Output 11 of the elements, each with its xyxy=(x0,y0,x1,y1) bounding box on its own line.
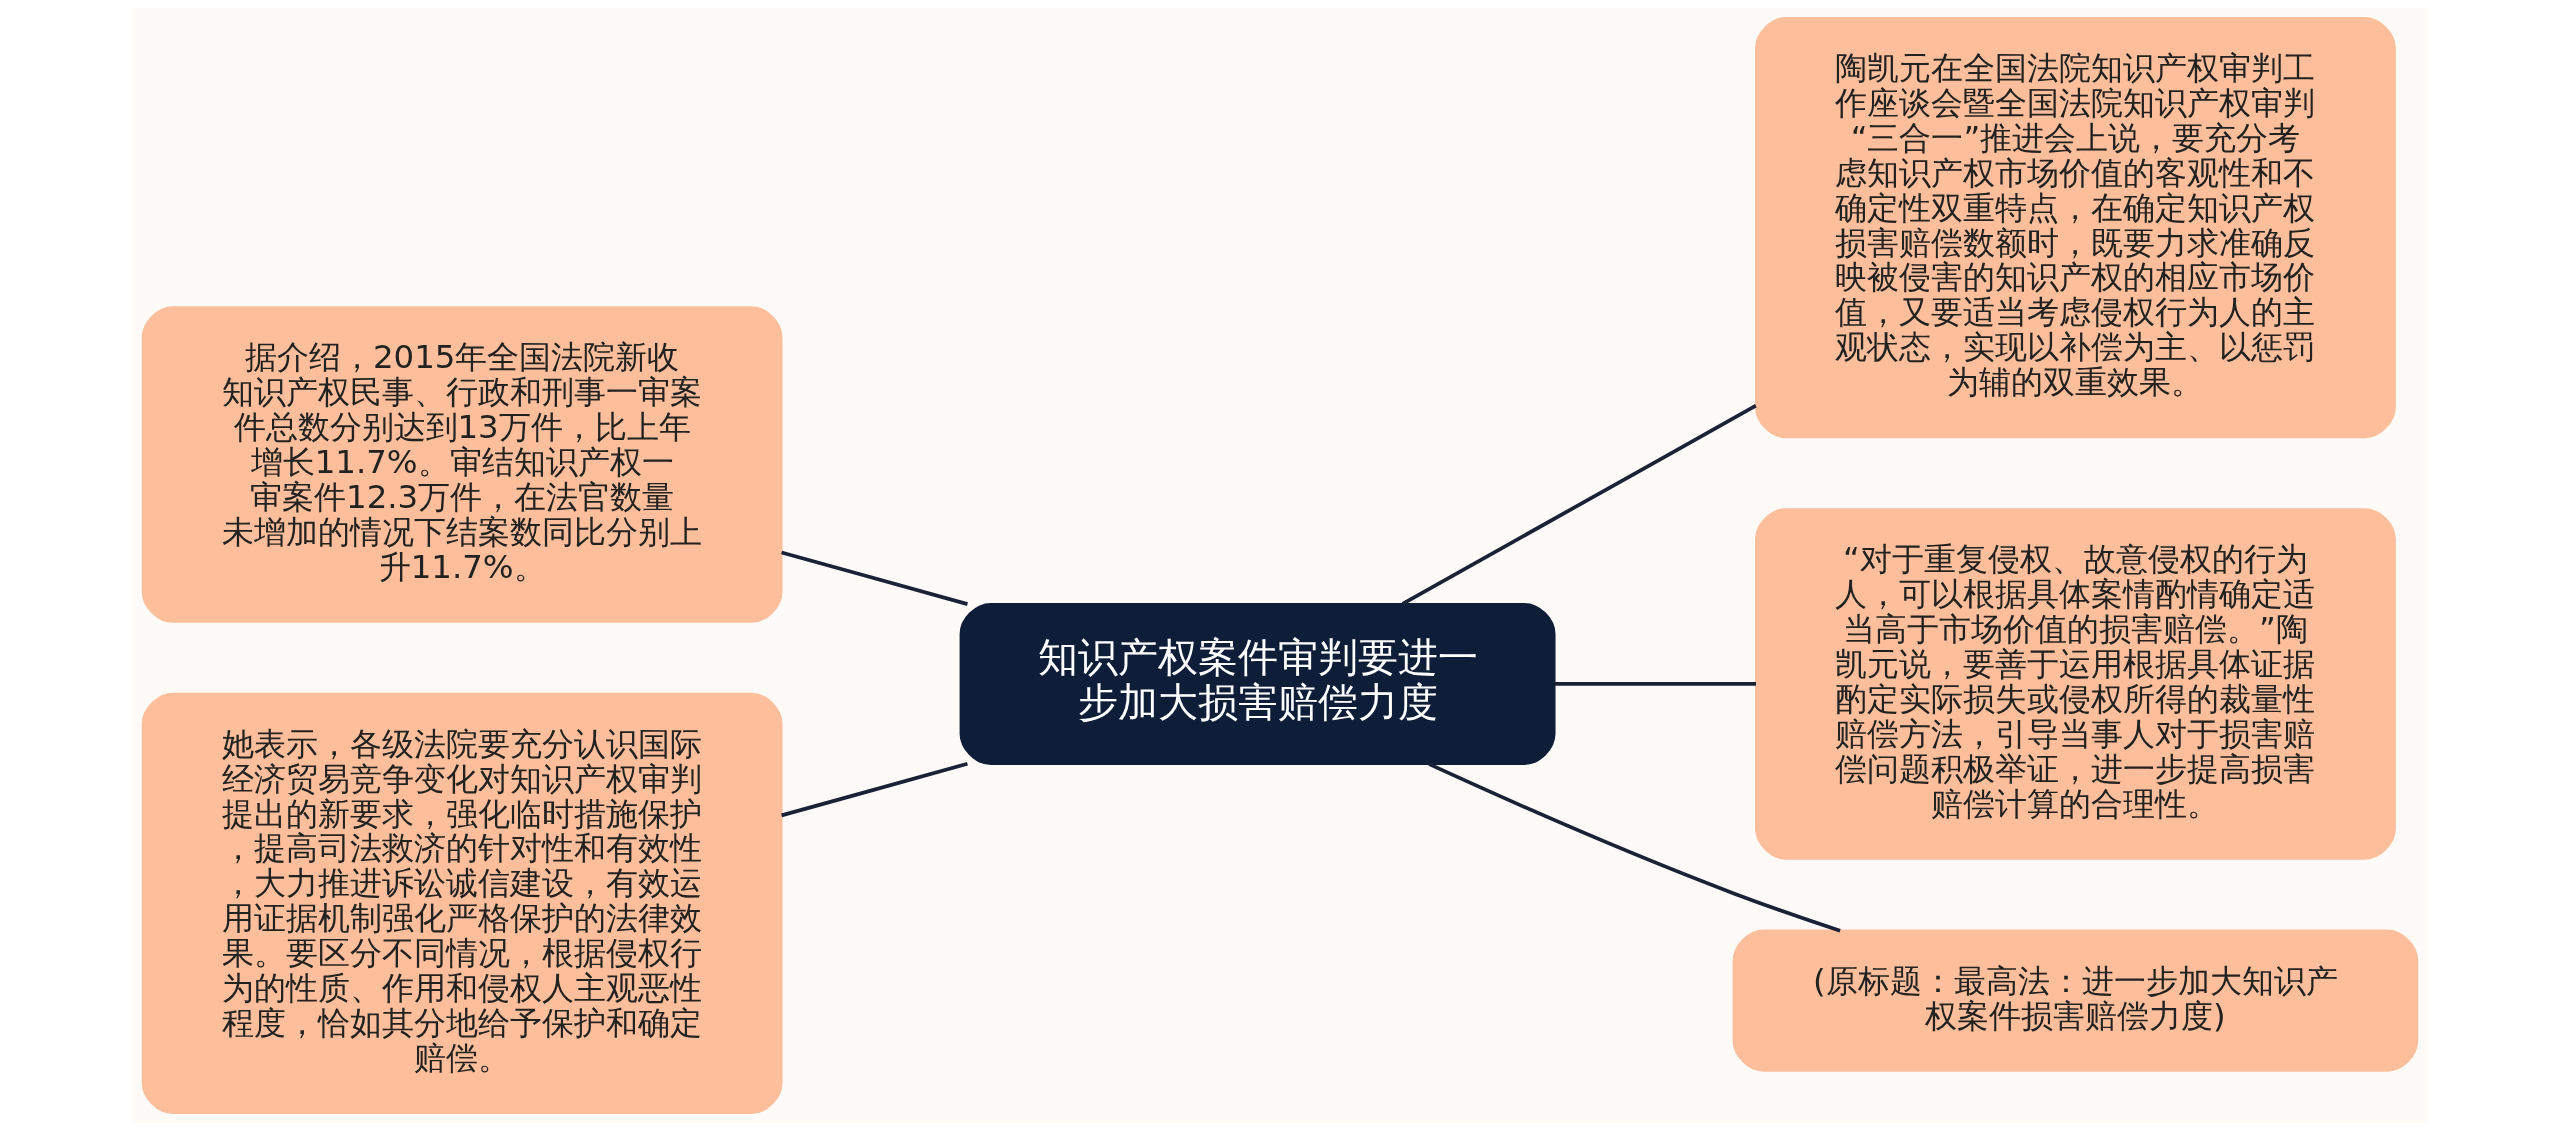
node-box: 据介绍，2015年全国法院新收知识产权民事、行政和刑事一审案件总数分别达到13万件，比上年增长11.7%。审结知识产权一审案件12.3万件，在法官数量未增加的情况下结案数同比分别上升11.7%。 xyxy=(141,306,783,623)
connector xyxy=(1401,403,1757,606)
node-box: 知识产权案件审判要进一步加大损害赔偿力度 xyxy=(959,602,1556,765)
connector xyxy=(1554,682,1756,686)
node-box: 她表示，各级法院要充分认识国际经济贸易竞争变化对知识产权审判提出的新要求，强化临时措施保护，提高司法救济的针对性和有效性，大力推进诉讼诚信建设，有效运用证据机制强化严格保护的法律效果。要区分不同情况，根据侵权行为的性质、作用和侵权人主观恶性程度，恰如其分地给予保护和确定赔偿。 xyxy=(141,692,783,1115)
node-box: “对于重复侵权、故意侵权的行为人，可以根据具体案情酌情确定适当高于市场价值的损害赔偿。”陶凯元说，要善于运用根据具体证据酌定实际损失或侵权所得的裁量性赔偿方法，引导当事人对于损害赔偿问题积极举证，进一步提高损害赔偿计算的合理性。 xyxy=(1755,508,2396,860)
connector xyxy=(781,550,968,606)
node-box: (原标题：最高法：进一步加大知识产权案件损害赔偿力度) xyxy=(1732,929,2419,1072)
node-box: 陶凯元在全国法院知识产权审判工作座谈会暨全国法院知识产权审判“三合一”推进会上说，要充分考虑知识产权市场价值的客观性和不确定性双重特点，在确定知识产权损害赔偿数额时，既要力求准确反映被侵害的知识产权的相应市场价值，又要适当考虑侵权行为人的主观状态，实现以补偿为主、以惩罚为辅的双重效果。 xyxy=(1755,16,2396,439)
connector xyxy=(1428,762,1841,933)
connector xyxy=(781,761,968,818)
